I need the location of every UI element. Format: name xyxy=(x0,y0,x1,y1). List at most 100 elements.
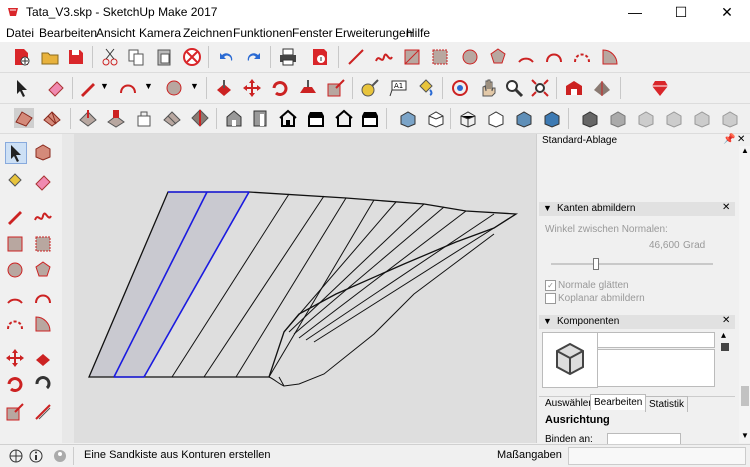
close-button[interactable]: ✕ xyxy=(721,4,733,20)
tape-measure-icon[interactable] xyxy=(360,78,380,98)
house-back-icon[interactable] xyxy=(334,108,354,128)
select-arrow-icon[interactable] xyxy=(12,78,32,98)
rotate-icon[interactable] xyxy=(270,78,290,98)
arc-tool-icon[interactable] xyxy=(118,78,138,98)
maximize-button[interactable]: ☐ xyxy=(674,4,688,20)
layer-style-2-icon[interactable] xyxy=(608,108,628,128)
tab-auswaehlen[interactable]: Auswählen xyxy=(545,398,594,409)
polygon-left-icon[interactable] xyxy=(33,260,53,280)
line-left-icon[interactable] xyxy=(5,206,25,226)
model-info-icon[interactable] xyxy=(310,47,330,67)
pin-icon[interactable]: 📌 xyxy=(723,134,736,145)
scale-left-icon[interactable] xyxy=(5,402,25,422)
offset-left-icon[interactable] xyxy=(33,402,53,422)
smooth-normals-checkbox[interactable]: ✓ xyxy=(545,280,556,291)
menu-hilfe[interactable]: Hilfe xyxy=(406,26,431,40)
rectangle-icon[interactable] xyxy=(402,47,422,67)
menu-erweiterungen[interactable]: Erweiterungen xyxy=(335,26,413,40)
menu-datei[interactable]: Datei xyxy=(6,26,35,40)
orbit-icon[interactable] xyxy=(450,78,470,98)
xray-icon[interactable] xyxy=(458,108,478,128)
component-export-icon[interactable] xyxy=(720,342,730,352)
move-icon[interactable] xyxy=(242,78,262,98)
pan-hand-icon[interactable] xyxy=(478,78,498,98)
polygon-icon[interactable] xyxy=(488,47,508,67)
angle-slider-thumb[interactable] xyxy=(593,258,599,270)
open-folder-icon[interactable] xyxy=(40,47,60,67)
drawing-viewport[interactable] xyxy=(74,134,536,443)
pencil-icon[interactable] xyxy=(78,78,98,98)
smoove-icon[interactable] xyxy=(78,108,98,128)
component-name-field[interactable] xyxy=(597,332,715,348)
line-icon[interactable] xyxy=(346,47,366,67)
menu-kamera[interactable]: Kamera xyxy=(139,26,182,40)
flip-edge-icon[interactable] xyxy=(190,108,210,128)
paint-bucket-left-icon[interactable] xyxy=(5,172,25,192)
follow-me-icon[interactable] xyxy=(298,78,318,98)
pencil-dropdown-icon[interactable]: ▼ xyxy=(100,81,109,91)
layer-style-3-icon[interactable] xyxy=(636,108,656,128)
arc2-left-icon[interactable] xyxy=(33,288,53,308)
textured-view-icon[interactable] xyxy=(542,108,562,128)
soften-edges-header[interactable]: ▼ Kanten abmildern ✕ xyxy=(539,202,735,216)
user-icon[interactable] xyxy=(52,448,68,464)
minimize-button[interactable]: — xyxy=(628,4,642,20)
arc-left-icon[interactable] xyxy=(5,288,25,308)
make-component-icon[interactable] xyxy=(33,142,53,162)
arc-3pt-icon[interactable] xyxy=(572,47,592,67)
undo-icon[interactable] xyxy=(216,47,236,67)
menu-zeichnen[interactable]: Zeichnen xyxy=(183,26,233,40)
circle-icon[interactable] xyxy=(460,47,480,67)
top-view-icon[interactable] xyxy=(426,108,446,128)
rectangle-left-icon[interactable] xyxy=(5,234,25,254)
angle-slider-track[interactable] xyxy=(551,263,713,265)
sandbox-from-contours-icon[interactable] xyxy=(14,108,34,128)
collapse-components-icon[interactable]: ▼ xyxy=(543,316,552,326)
circle-left-icon[interactable] xyxy=(5,260,25,280)
house-right-icon[interactable] xyxy=(306,108,326,128)
zoom-icon[interactable] xyxy=(504,78,524,98)
scroll-up-icon[interactable]: ▲ xyxy=(741,146,749,155)
sandbox-from-scratch-icon[interactable] xyxy=(42,108,62,128)
shape-tool-icon[interactable] xyxy=(164,78,184,98)
component-description-field[interactable] xyxy=(597,349,715,387)
tab-statistik[interactable]: Statistik xyxy=(645,396,689,412)
layer-style-1-icon[interactable] xyxy=(580,108,600,128)
section-close-icon[interactable]: ✕ xyxy=(722,202,731,213)
scale-icon[interactable] xyxy=(326,78,346,98)
redo-icon[interactable] xyxy=(244,47,264,67)
print-icon[interactable] xyxy=(278,47,298,67)
house-view-1-icon[interactable] xyxy=(224,108,244,128)
pie-icon[interactable] xyxy=(600,47,620,67)
eraser-left-icon[interactable] xyxy=(33,172,53,192)
house-view-2-icon[interactable] xyxy=(250,108,270,128)
rotate-left-icon[interactable] xyxy=(5,374,25,394)
menu-bearbeiten[interactable]: Bearbeiten xyxy=(39,26,98,40)
menu-funktionen[interactable]: Funktionen xyxy=(233,26,293,40)
rotated-rectangle-icon[interactable] xyxy=(430,47,450,67)
rotated-rect-left-icon[interactable] xyxy=(33,234,53,254)
shaded-view-icon[interactable] xyxy=(514,108,534,128)
info-icon[interactable] xyxy=(28,448,44,464)
pie-left-icon[interactable] xyxy=(33,314,53,334)
scroll-down-icon[interactable]: ▼ xyxy=(741,431,749,440)
menu-fenster[interactable]: Fenster xyxy=(292,26,333,40)
layer-style-5-icon[interactable] xyxy=(692,108,712,128)
arc-dropdown-icon[interactable]: ▼ xyxy=(144,81,153,91)
tray-close-icon[interactable]: ✕ xyxy=(737,134,746,145)
ruby-console-icon[interactable] xyxy=(650,78,670,98)
text-tool-icon[interactable]: A1 xyxy=(388,78,408,98)
add-detail-icon[interactable] xyxy=(162,108,182,128)
paste-icon[interactable] xyxy=(154,47,174,67)
components-close-icon[interactable]: ✕ xyxy=(722,315,731,326)
house-left-icon[interactable] xyxy=(360,108,380,128)
shape-dropdown-icon[interactable]: ▼ xyxy=(190,81,199,91)
scroll-thumb[interactable] xyxy=(741,386,749,406)
stamp-icon[interactable] xyxy=(106,108,126,128)
tab-bearbeiten[interactable]: Bearbeiten xyxy=(590,394,647,410)
geolocation-icon[interactable] xyxy=(8,448,24,464)
cut-icon[interactable] xyxy=(100,47,120,67)
3d-warehouse-icon[interactable] xyxy=(564,78,584,98)
extension-warehouse-icon[interactable] xyxy=(592,78,612,98)
tray-scrollbar[interactable]: ▲ ▼ xyxy=(739,146,750,443)
